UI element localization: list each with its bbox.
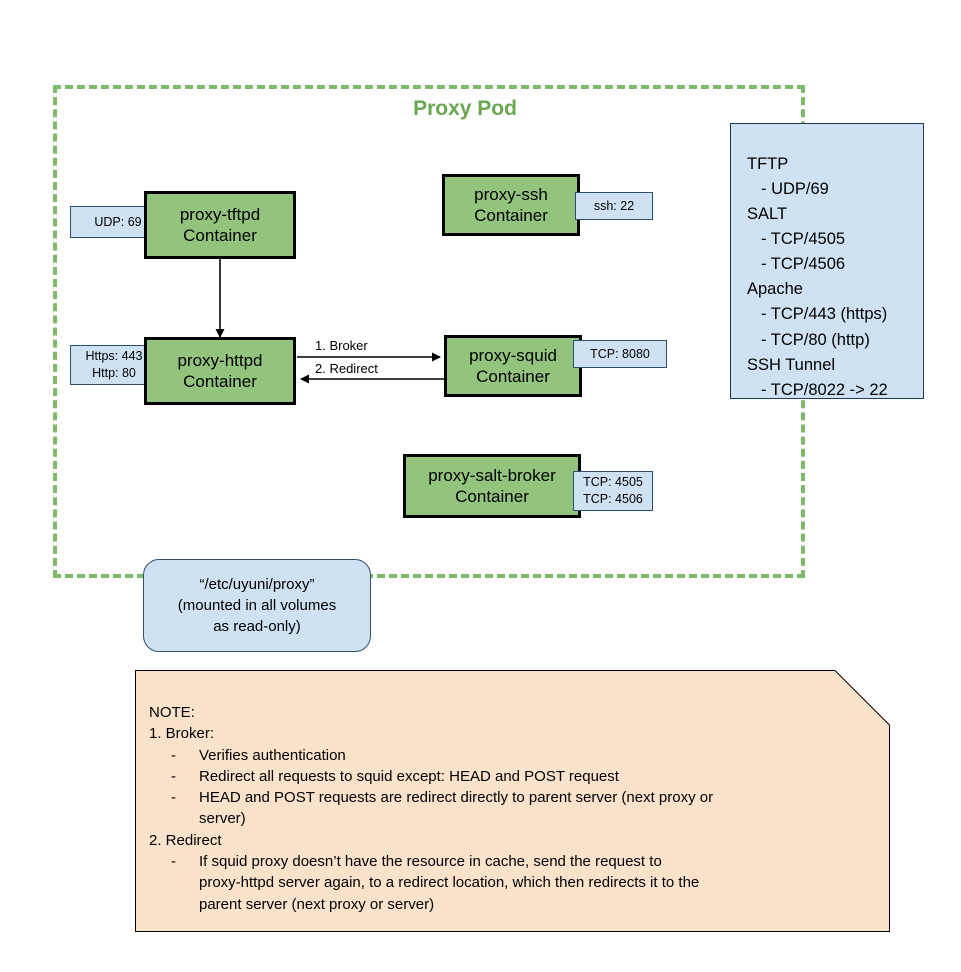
port-label-ssh-port: ssh: 22: [575, 192, 653, 220]
port-label-text: Http: 80: [92, 366, 136, 380]
ports-summary-panel: TFTP - UDP/69 SALT - TCP/4505 - TCP/4506…: [730, 123, 924, 399]
bullet-text: If squid proxy doesn’t have the resource…: [199, 851, 850, 915]
container-kind: Container: [183, 226, 257, 245]
bullet-dash: -: [171, 746, 176, 764]
bullet-text: HEAD and POST requests are redirect dire…: [199, 787, 850, 830]
ports-row: TFTP: [747, 155, 789, 173]
container-name: proxy-httpd: [177, 350, 263, 370]
bullet-text: Redirect all requests to squid except: H…: [199, 767, 619, 785]
note-section-title: 2. Redirect: [149, 831, 222, 849]
container-name: proxy-salt-broker: [428, 465, 556, 485]
bullet-text: Verifies authentication: [199, 746, 346, 764]
note-bullet: - If squid proxy doesn’t have the resour…: [149, 851, 850, 915]
container-proxy-salt-broker[interactable]: proxy-salt-broker Container: [403, 454, 581, 518]
volume-note-line: (mounted in all volumes: [177, 597, 337, 614]
ports-row: - TCP/4505: [761, 230, 846, 249]
container-kind: Container: [474, 206, 548, 225]
note-section-title: 1. Broker:: [149, 725, 215, 743]
volume-note-line: as read-only): [213, 618, 301, 635]
port-label-salt-broker-tcp: TCP: 4505 TCP: 4506: [573, 471, 653, 511]
container-kind: Container: [476, 367, 550, 386]
ports-row: - TCP/80 (http): [761, 330, 870, 349]
note-bullet: - HEAD and POST requests are redirect di…: [149, 787, 850, 830]
container-name: proxy-squid: [469, 345, 557, 365]
ports-row: - TCP/8022 -> 22: [761, 380, 888, 399]
container-proxy-tftpd[interactable]: proxy-tftpd Container: [144, 191, 296, 259]
container-name: proxy-ssh: [474, 184, 548, 204]
container-proxy-squid[interactable]: proxy-squid Container: [444, 335, 582, 397]
note-heading: NOTE:: [149, 704, 195, 721]
container-kind: Container: [455, 487, 529, 506]
container-proxy-httpd[interactable]: proxy-httpd Container: [144, 337, 296, 405]
bullet-dash: -: [171, 853, 176, 871]
shared-volume-box: “/etc/uyuni/proxy” (mounted in all volum…: [143, 559, 371, 652]
ports-row: Apache: [747, 280, 803, 299]
volume-path: “/etc/uyuni/proxy”: [199, 576, 315, 593]
ports-row: - TCP/4506: [761, 255, 846, 274]
ports-row: - UDP/69: [761, 180, 829, 199]
note-bullet: - Redirect all requests to squid except:…: [149, 766, 850, 787]
ports-row: - TCP/443 (https): [761, 305, 888, 324]
port-label-text: UDP: 69: [94, 214, 142, 229]
bullet-dash: -: [171, 767, 176, 785]
bullet-dash: -: [171, 789, 176, 807]
edge-label-broker: 1. Broker: [315, 338, 368, 353]
bullet-text-line: If squid proxy doesn’t have the resource…: [199, 853, 662, 871]
port-label-text: ssh: 22: [593, 198, 635, 213]
edge-label-redirect: 2. Redirect: [315, 361, 378, 376]
container-name: proxy-tftpd: [179, 204, 261, 224]
bullet-text-line: proxy-httpd server again, to a redirect …: [199, 874, 700, 892]
port-label-text: TCP: 8080: [590, 346, 650, 361]
container-proxy-ssh[interactable]: proxy-ssh Container: [442, 174, 580, 236]
container-kind: Container: [183, 372, 257, 391]
bullet-text-line: HEAD and POST requests are redirect dire…: [199, 789, 714, 807]
port-label-text: TCP: 4505: [583, 475, 643, 490]
ports-row: SSH Tunnel: [747, 355, 836, 374]
ports-row: SALT: [747, 205, 788, 224]
bullet-text-line: parent server (next proxy or server): [199, 895, 435, 913]
proxy-pod-title: Proxy Pod: [413, 97, 517, 120]
port-label-text: TCP: 4506: [583, 492, 643, 506]
bullet-text-line: server): [199, 810, 246, 828]
note-box: NOTE: 1. Broker: - Verifies authenticati…: [135, 670, 890, 932]
note-bullet: - Verifies authentication: [149, 745, 850, 766]
note-box-shape: [135, 670, 890, 932]
port-label-text: Https: 443: [85, 349, 143, 364]
port-label-squid-tcp: TCP: 8080: [573, 340, 667, 368]
